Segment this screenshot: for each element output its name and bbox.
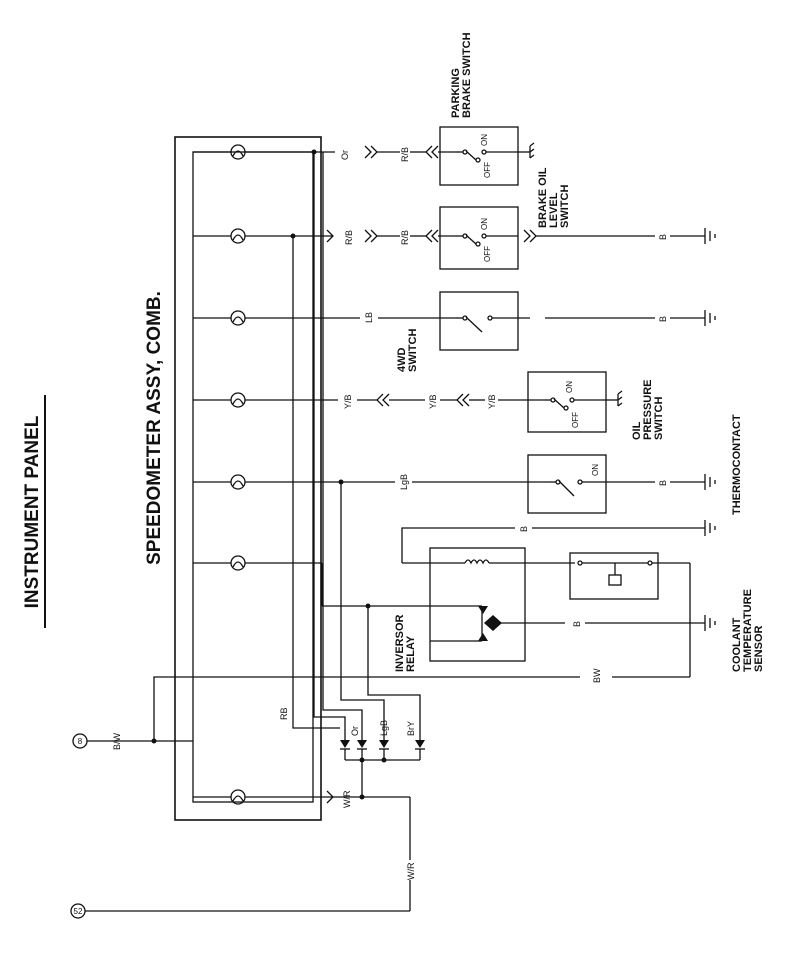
svg-text:TEMPERATURE: TEMPERATURE: [742, 589, 754, 672]
parking-brake-switch-label: PARKING BRAKE SWITCH: [450, 32, 473, 118]
coolant-temperature-sensor-box: [569, 552, 659, 600]
wire-b-w: B/W: [112, 732, 122, 750]
thermocontact-label: THERMOCONTACT: [731, 414, 743, 515]
svg-text:SWITCH: SWITCH: [407, 329, 419, 372]
wire-yb-3: Y/B: [487, 394, 497, 409]
fourwd-switch-box: [439, 291, 519, 351]
inversor-relay-label: INVERSOR RELAY: [394, 614, 417, 672]
oil-pressure-switch-label: OIL PRESSURE SWITCH: [631, 379, 665, 440]
svg-text:ON: ON: [480, 218, 489, 230]
wire-lgb: LgB: [399, 474, 409, 490]
wire-yb-1: Y/B: [343, 394, 353, 409]
wire-bw: BW: [592, 668, 602, 683]
lamp-row-6: [230, 555, 246, 571]
svg-text:OFF: OFF: [483, 162, 492, 178]
svg-text:52: 52: [74, 907, 83, 916]
coolant-temperature-sensor-label: COOLANT TEMPERATURE SENSOR: [731, 589, 765, 672]
wire-rb-3: R/B: [400, 230, 410, 245]
lamp-row-3: [230, 310, 246, 326]
wire-b-relay-top: B: [519, 526, 529, 532]
ground-thermocontact: [704, 474, 716, 490]
svg-text:RELAY: RELAY: [405, 635, 417, 672]
speedometer-assy-outer: [174, 136, 322, 821]
ground-relay-top: [704, 520, 716, 536]
oil-pressure-switch-box: [527, 371, 607, 433]
svg-text:SWITCH: SWITCH: [653, 397, 665, 440]
wire-rb: RB: [279, 707, 289, 720]
wire-rb-1: R/B: [400, 147, 410, 162]
wire-bry: BrY: [406, 721, 416, 736]
svg-text:BRAKE OIL: BRAKE OIL: [537, 167, 549, 228]
thermocontact-box: [527, 454, 607, 514]
page-title: INSTRUMENT PANEL: [22, 415, 43, 608]
relay-coil: [464, 559, 490, 565]
wire-b-relay: B: [572, 621, 582, 627]
connector-8: 8: [72, 733, 88, 749]
ground-4wd: [704, 310, 716, 326]
svg-text:SENSOR: SENSOR: [753, 625, 765, 672]
inversor-relay-box: [429, 547, 526, 662]
wire-lb: LB: [364, 312, 374, 323]
svg-text:ON: ON: [480, 134, 489, 146]
svg-text:SWITCH: SWITCH: [559, 185, 571, 228]
connector-52: 52: [70, 903, 86, 919]
wire-w-r-1: W/R: [342, 790, 352, 808]
svg-text:COOLANT: COOLANT: [731, 617, 743, 672]
lamp-row-2: [230, 228, 246, 244]
brake-oil-level-switch-box: [439, 206, 519, 270]
wire-b-4wd: B: [658, 316, 668, 322]
svg-text:OFF: OFF: [483, 246, 492, 262]
brake-oil-level-switch-label: BRAKE OIL LEVEL SWITCH: [537, 167, 571, 228]
wire-b-thermo: B: [658, 480, 668, 486]
svg-text:INVERSOR: INVERSOR: [394, 614, 406, 672]
wire-or-1: Or: [340, 150, 350, 160]
ground-brake-oil: [704, 228, 716, 244]
svg-text:PARKING: PARKING: [450, 68, 462, 118]
svg-text:ON: ON: [565, 381, 574, 393]
wire-or-2: Or: [350, 726, 360, 736]
speedometer-assy-inner: [192, 151, 314, 803]
wire-lgb-2: LgB: [379, 720, 389, 736]
svg-text:BRAKE SWITCH: BRAKE SWITCH: [461, 32, 473, 118]
parking-brake-switch-box: [439, 126, 519, 186]
wire-rb-2: R/B: [344, 230, 354, 245]
wire-b-brake: B: [658, 234, 668, 240]
svg-text:PRESSURE: PRESSURE: [642, 379, 654, 440]
svg-text:THERMOCONTACT: THERMOCONTACT: [731, 414, 743, 515]
wire-w-r-2: W/R: [406, 862, 416, 880]
lamp-row-4: [230, 392, 246, 408]
fourwd-switch-label: 4WD SWITCH: [396, 329, 419, 372]
svg-text:OFF: OFF: [571, 412, 580, 428]
svg-text:4WD: 4WD: [396, 348, 408, 373]
svg-text:8: 8: [78, 737, 83, 746]
svg-text:ON: ON: [591, 464, 600, 476]
ground-relay: [704, 615, 716, 631]
wire-yb-2: Y/B: [428, 394, 438, 409]
svg-text:OIL: OIL: [631, 421, 643, 440]
svg-text:LEVEL: LEVEL: [548, 192, 560, 228]
lamp-row-5: [230, 474, 246, 490]
speedometer-label: SPEEDOMETER ASSY, COMB.: [144, 291, 165, 565]
diode-array: [340, 740, 425, 750]
